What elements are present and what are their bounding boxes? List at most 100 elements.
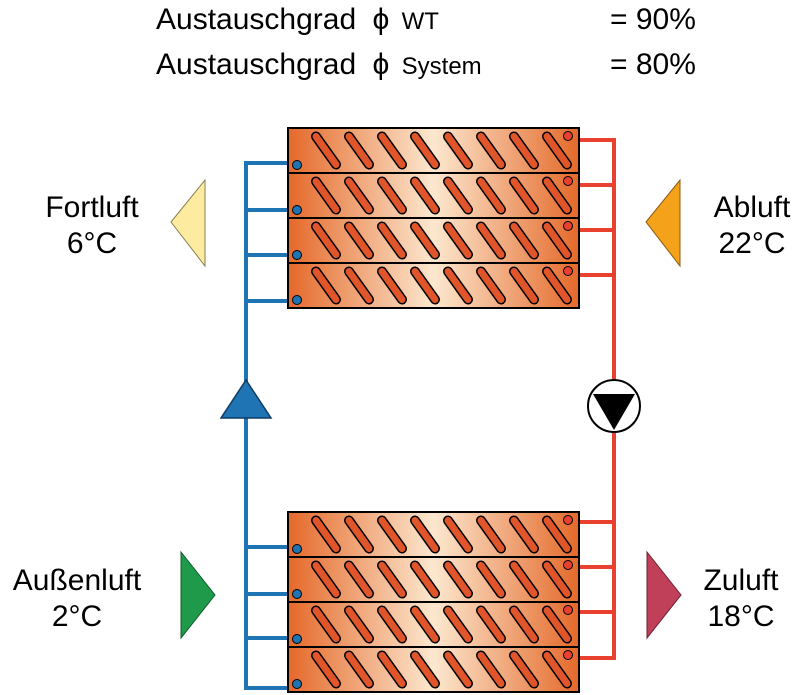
coil-fin [312,607,340,642]
coil-fin [345,268,373,303]
outdoor-temperature: 2°C [52,600,102,633]
coil-fin [312,178,340,213]
exhaust-air-arrow-icon [170,178,206,268]
coil-fin [510,223,538,258]
warm-connection [563,176,573,186]
coil-fin [345,607,373,642]
coil-fin [543,562,571,597]
coil-fin [345,517,373,552]
outdoor-name: Außenluft [13,564,142,597]
coil-fin [477,268,505,303]
coil-fin [345,133,373,168]
exhaust-name: Fortluft [45,191,139,224]
outdoor-air-arrow-icon [180,550,216,640]
coil-fin [444,517,472,552]
coil-fin [444,133,472,168]
coil-fin [411,607,439,642]
coil-fin [543,223,571,258]
cold-connection [292,205,302,215]
coil-fin [510,607,538,642]
coil-fin [345,178,373,213]
coil-fin [378,607,406,642]
coil-fin [378,133,406,168]
label-extract: Abluft 22°C [714,191,791,260]
coil-fin [411,133,439,168]
cold-connection [292,589,302,599]
coil-fin [411,268,439,303]
warm-connection [563,515,573,525]
coil-fin [411,562,439,597]
coil-fin [510,178,538,213]
coil-fin [411,178,439,213]
warm-connection [563,221,573,231]
coil-fin [378,517,406,552]
coil-fin [312,223,340,258]
coil-fin [477,178,505,213]
coil-fin [510,133,538,168]
phi-symbol: ϕ [372,48,389,81]
header: Austauschgrad ϕ WT = 90% Austauschgrad ϕ… [156,3,696,81]
label-outdoor: Außenluft 2°C [13,564,142,633]
coil-fin [312,133,340,168]
cold-connection [292,160,302,170]
coil-fin [378,268,406,303]
cold-connection [292,295,302,305]
header-line2-subscript: System [402,53,482,80]
coil-fin [543,133,571,168]
coil-fin [411,652,439,687]
coil-fin [312,517,340,552]
coil-fin [543,178,571,213]
exhaust-temperature: 6°C [67,227,117,260]
pump-icon [587,379,641,433]
coil-fin [444,268,472,303]
supply-name: Zuluft [703,564,779,597]
supply-air-arrow-icon [646,550,682,640]
header-line1-label: Austauschgrad [156,3,356,36]
heat-exchanger-coil-bottom [287,511,580,693]
warm-connection [563,650,573,660]
coil-fin [378,178,406,213]
extract-temperature: 22°C [718,227,785,260]
coil-fin [312,268,340,303]
coil-fin [543,607,571,642]
coil-fin [444,562,472,597]
extract-air-arrow-icon [645,178,681,268]
coil-fin [444,652,472,687]
coil-fin [477,133,505,168]
coil-fin [444,607,472,642]
header-line2: Austauschgrad ϕ System [156,48,482,81]
supply-temperature: 18°C [707,600,774,633]
coil-fin [345,652,373,687]
coil-fin [378,223,406,258]
coil-fin [312,652,340,687]
extract-name: Abluft [714,191,791,224]
triangle-up-icon [219,378,273,419]
coil-fin [444,223,472,258]
coil-fin [411,517,439,552]
coil-fin [510,652,538,687]
coil-fin [477,562,505,597]
header-line1-subscript: WT [402,8,440,35]
coil-fin [378,652,406,687]
phi-symbol: ϕ [372,3,389,36]
header-line2-label: Austauschgrad [156,48,356,81]
coil-fin [312,562,340,597]
coil-fin [477,517,505,552]
coil-fin [477,223,505,258]
coil-fin [543,517,571,552]
cold-connection [292,544,302,554]
warm-connection [563,605,573,615]
coil-fin [510,517,538,552]
coil-fin [444,178,472,213]
warm-connection [563,560,573,570]
label-supply: Zuluft 18°C [703,564,779,633]
coil-fin [510,562,538,597]
label-exhaust: Fortluft 6°C [45,191,139,260]
coil-fin [543,652,571,687]
coil-fin [378,562,406,597]
coil-fin [510,268,538,303]
cold-connection [292,250,302,260]
warm-connection [563,266,573,276]
coil-fin [345,562,373,597]
